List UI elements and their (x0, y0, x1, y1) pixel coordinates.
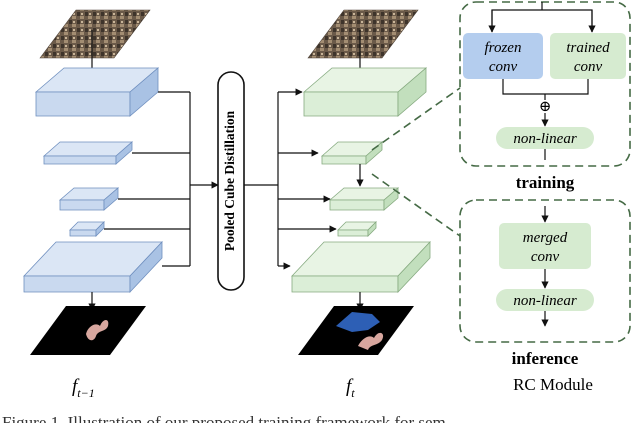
zoom-line-inference (371, 173, 461, 237)
right-layer-2 (320, 141, 384, 165)
training-split-lines (491, 9, 593, 32)
right-input-image (307, 9, 419, 59)
right-frame-label: ft (346, 376, 355, 400)
inference-dashed-box (459, 199, 631, 343)
svg-text:ft−1: ft−1 (72, 376, 95, 400)
svg-text:ft: ft (346, 376, 355, 400)
left-layer-1 (34, 67, 160, 117)
inference-title: inference (512, 349, 579, 368)
rc-inference-panel: merged conv non-linear inference RC Modu… (459, 199, 631, 394)
trained-conv-box (550, 33, 626, 79)
frozen-conv-line1: frozen (485, 40, 522, 56)
left-layer-4 (69, 221, 105, 237)
training-merge-lines (502, 79, 589, 95)
right-layer-4 (337, 221, 377, 237)
right-frame-symbol: f (346, 376, 354, 397)
right-connectors (244, 88, 337, 270)
rc-module-caption: RC Module (513, 375, 593, 394)
merged-conv-line1: merged (523, 230, 568, 246)
inference-nonlinear-label: non-linear (513, 293, 576, 309)
plus-icon: ⊕ (539, 99, 552, 115)
right-layer-1 (302, 67, 428, 117)
left-frame-symbol: f (72, 376, 80, 397)
left-stack (23, 9, 163, 355)
figure-caption: Figure 1. Illustration of our proposed t… (2, 413, 446, 423)
left-layer-2 (42, 141, 134, 165)
frozen-conv-box (463, 33, 543, 79)
left-frame-label: ft−1 (72, 376, 95, 400)
right-layer-5 (291, 240, 431, 294)
right-mask-pink-object (358, 332, 384, 350)
inference-nonlinear-box (496, 289, 594, 311)
training-nonlinear-label: non-linear (513, 131, 576, 147)
frozen-conv-line2: conv (489, 59, 518, 75)
distillation-block: Pooled Cube Distillation (217, 71, 245, 291)
training-nonlinear-box (496, 127, 594, 149)
distillation-capsule (217, 71, 245, 291)
zoom-line-training (371, 87, 461, 151)
trained-conv-line1: trained (566, 40, 610, 56)
right-stack (291, 9, 431, 355)
right-mask-blue-object (336, 312, 380, 332)
left-layer-3 (58, 187, 120, 211)
merged-conv-box (499, 223, 591, 269)
distillation-label: Pooled Cube Distillation (222, 110, 237, 251)
trained-conv-line2: conv (574, 59, 603, 75)
left-connectors (104, 91, 219, 267)
left-mask-object (86, 320, 109, 341)
training-title: training (516, 173, 575, 192)
rc-training-panel: frozen conv trained conv ⊕ non-linear tr… (459, 1, 631, 192)
training-dashed-box (459, 1, 631, 167)
left-layer-5 (23, 240, 163, 294)
left-input-image (39, 9, 151, 59)
merged-conv-line2: conv (531, 249, 560, 265)
left-frame-subscript: t−1 (77, 386, 94, 400)
right-frame-subscript: t (351, 386, 355, 400)
right-layer-3 (328, 187, 400, 211)
